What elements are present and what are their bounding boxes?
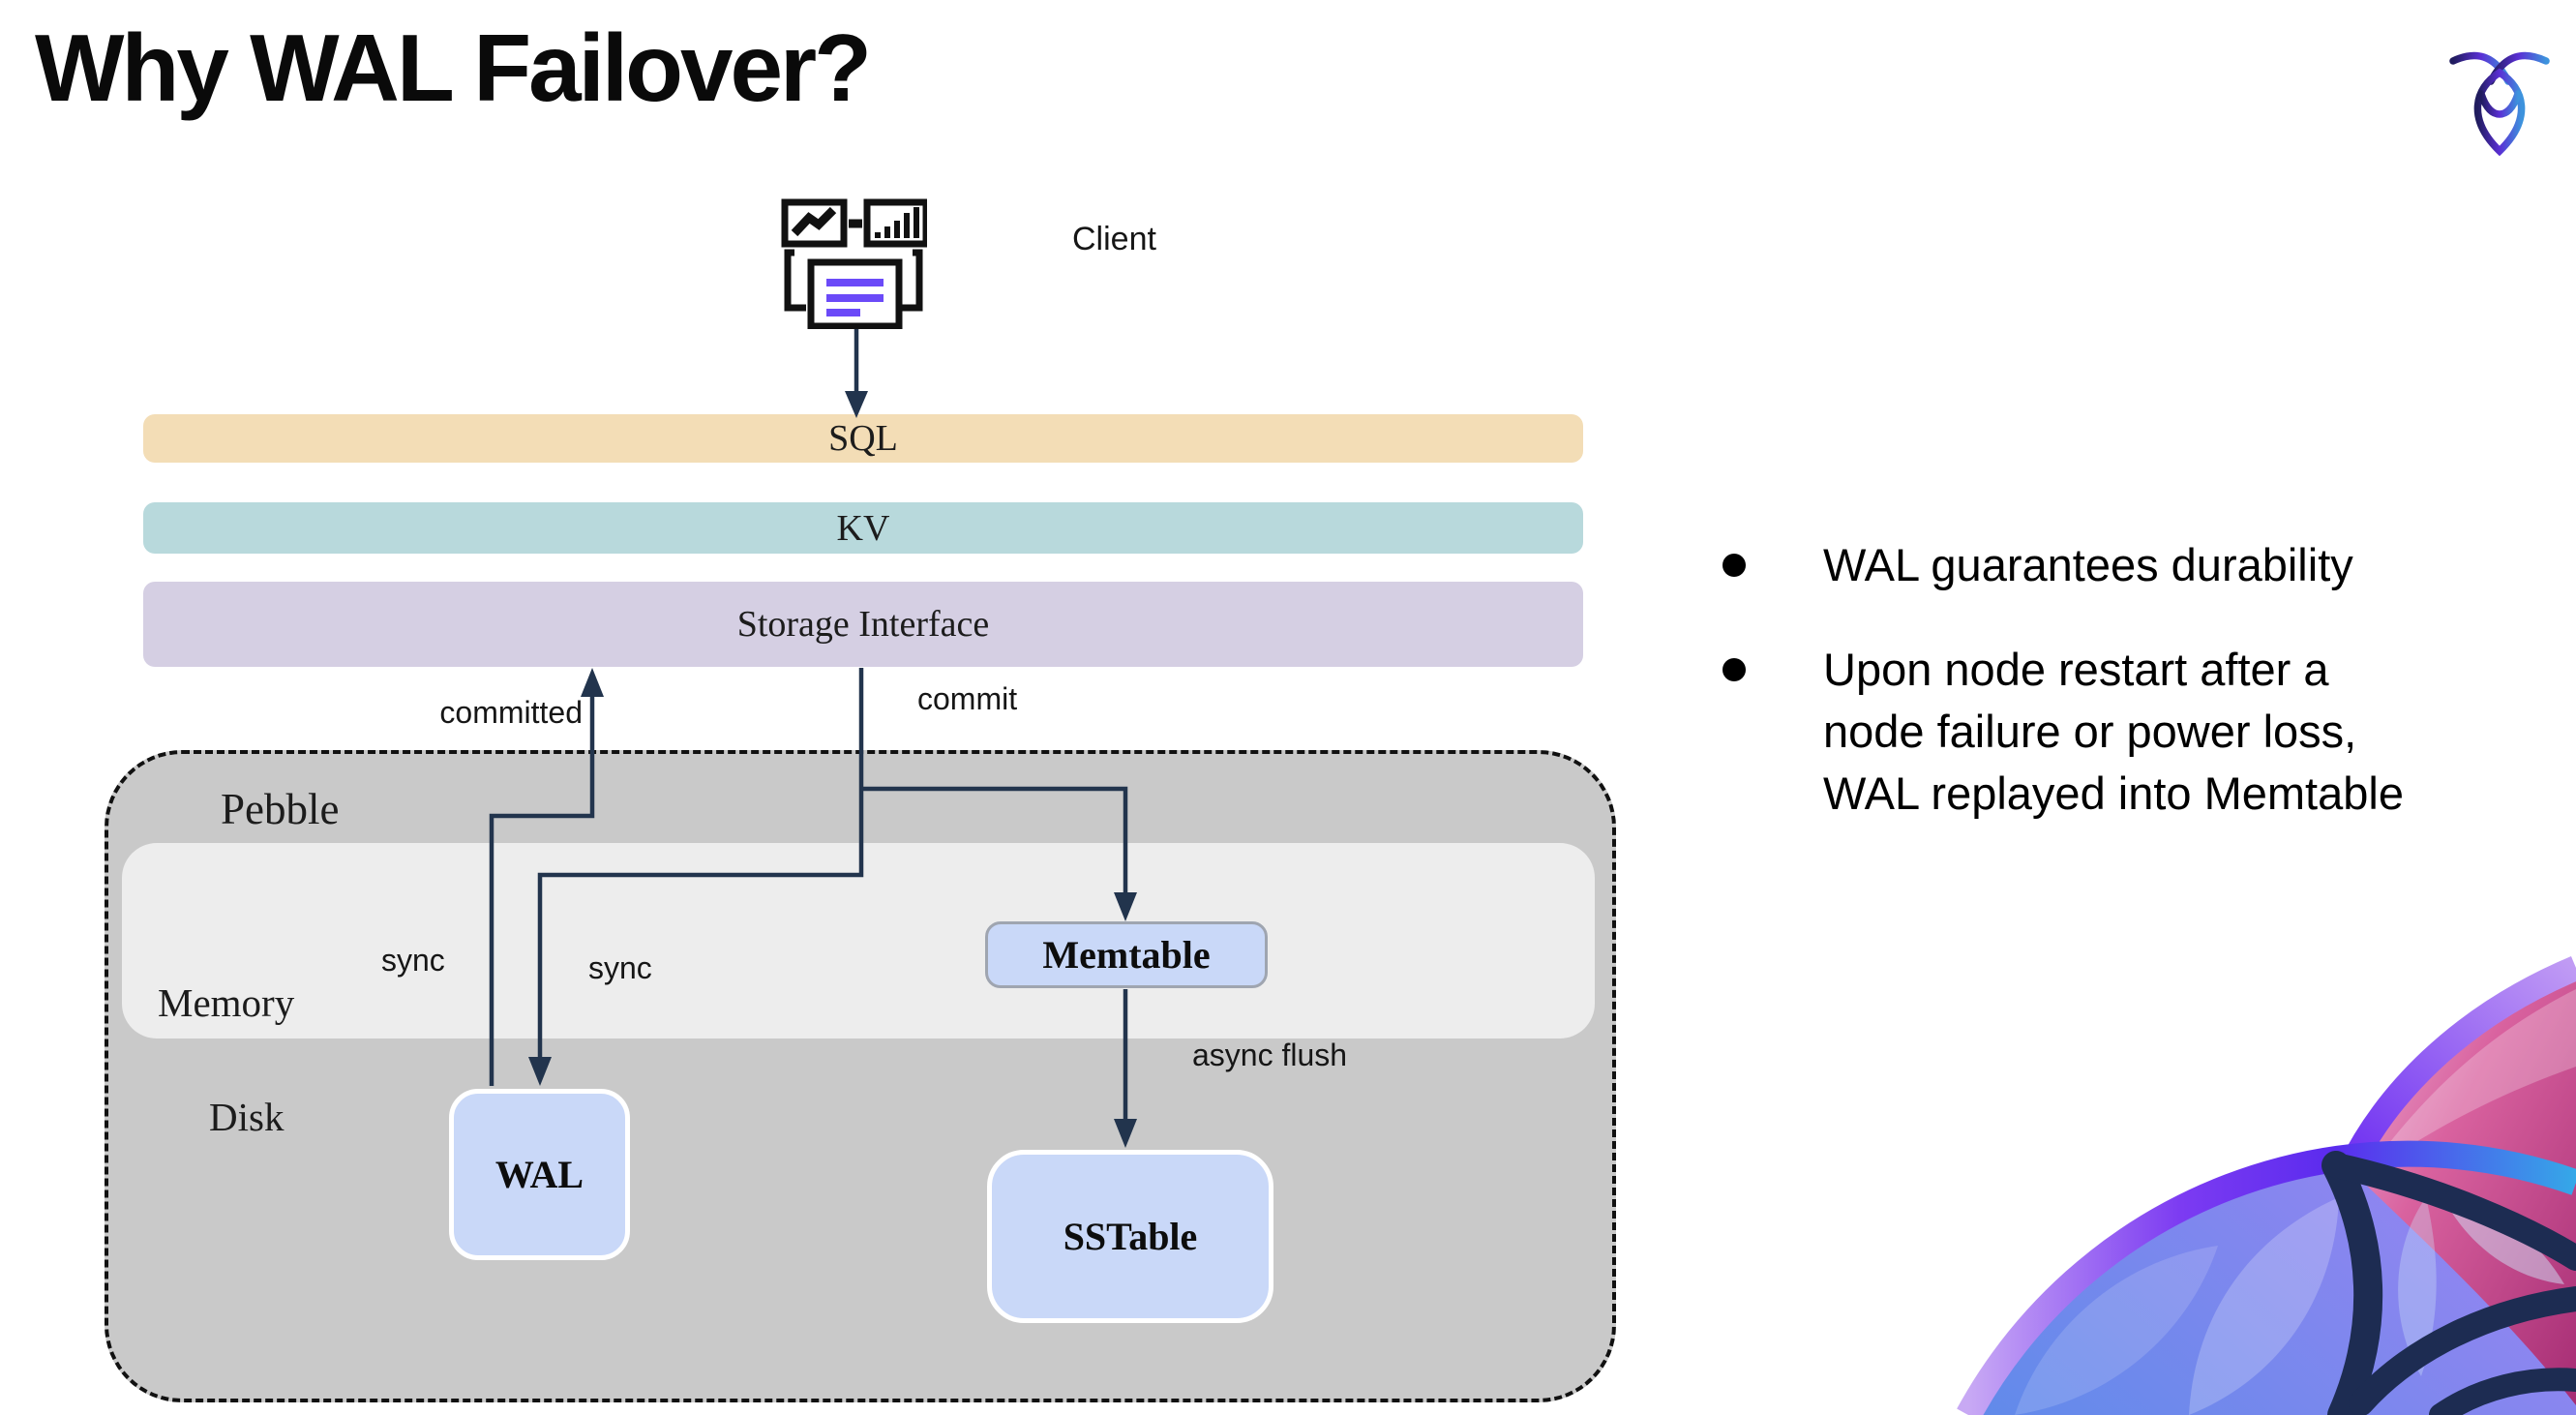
bullet-line: WAL replayed into Memtable bbox=[1823, 768, 2404, 819]
sstable-box: SSTable bbox=[987, 1150, 1273, 1323]
memory-band bbox=[122, 843, 1595, 1039]
cockroachdb-logo-icon bbox=[2449, 51, 2550, 157]
list-item: Upon node restart after a node failure o… bbox=[1715, 639, 2566, 825]
disk-label: Disk bbox=[209, 1095, 285, 1139]
sync-right-edge-label: sync bbox=[588, 950, 652, 985]
bullet-dot-icon bbox=[1722, 554, 1746, 577]
list-item: WAL guarantees durability bbox=[1715, 534, 2566, 596]
brand-sphere-art bbox=[1957, 956, 2576, 1415]
layer-bar-sql-label: SQL bbox=[828, 418, 898, 459]
bullet-line: Upon node restart after a bbox=[1823, 644, 2329, 695]
committed-arrowhead bbox=[581, 668, 604, 697]
bullet-line: node failure or power loss, bbox=[1823, 706, 2357, 757]
client-label: Client bbox=[1072, 221, 1156, 257]
sstable-label: SSTable bbox=[1063, 1215, 1198, 1258]
wal-box: WAL bbox=[449, 1089, 630, 1260]
commit-edge-label: commit bbox=[917, 681, 1018, 716]
memtable-label: Memtable bbox=[1042, 933, 1211, 977]
bullet-list: WAL guarantees durability Upon node rest… bbox=[1715, 534, 2566, 825]
layer-bar-storage-label: Storage Interface bbox=[736, 604, 990, 645]
layer-bar-kv-label: KV bbox=[836, 507, 890, 549]
layer-bar-storage-interface: Storage Interface bbox=[143, 582, 1583, 667]
memory-label: Memory bbox=[158, 980, 295, 1025]
page-title: Why WAL Failover? bbox=[35, 15, 872, 121]
pebble-label: Pebble bbox=[221, 785, 340, 833]
memtable-box: Memtable bbox=[985, 921, 1268, 988]
async-flush-edge-label: async flush bbox=[1192, 1038, 1348, 1072]
wal-label: WAL bbox=[494, 1153, 584, 1196]
layer-bar-kv: KV bbox=[143, 502, 1583, 554]
bullet-dot-icon bbox=[1722, 658, 1746, 681]
committed-edge-label: committed bbox=[439, 695, 583, 730]
sync-left-edge-label: sync bbox=[381, 943, 445, 978]
layer-bar-sql: SQL bbox=[143, 414, 1583, 463]
bullet-line: WAL guarantees durability bbox=[1823, 539, 2353, 590]
client-icon bbox=[781, 198, 927, 329]
